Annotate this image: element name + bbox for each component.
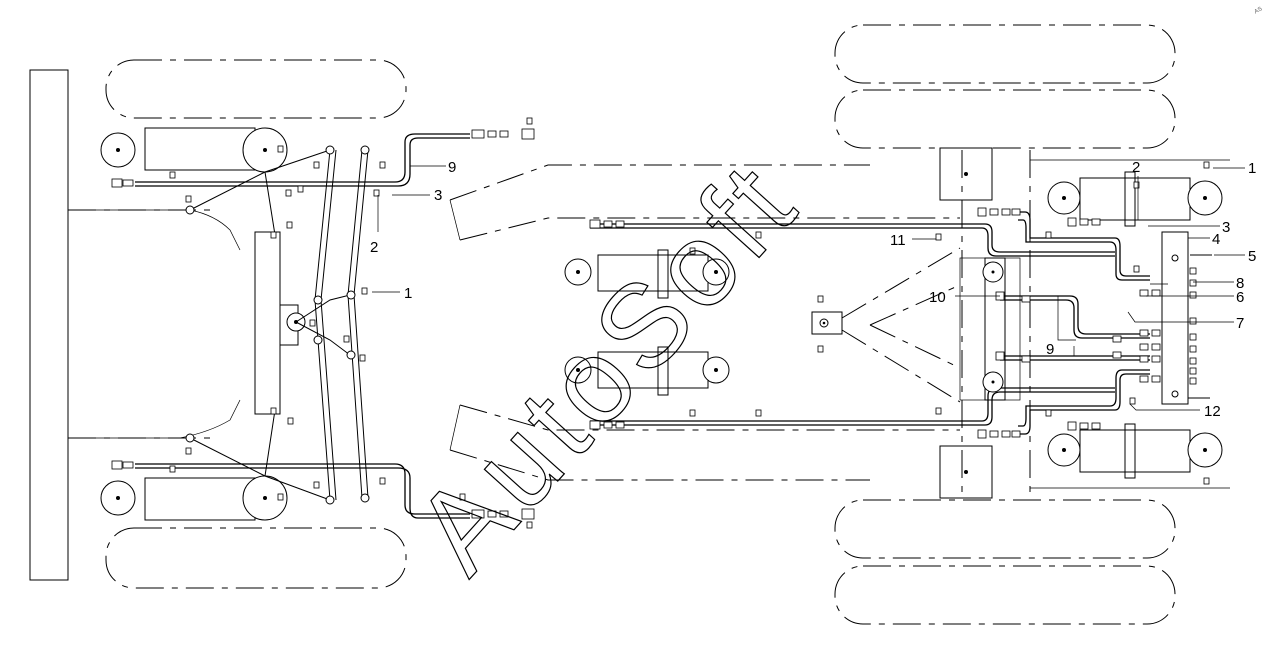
left-top-hose [135,133,470,187]
callout-right-2: 2 [1132,159,1140,176]
callout-left-9: 9 [448,159,456,176]
left-axle-dashed [68,209,210,439]
callout-right-8: 8 [1236,275,1244,292]
autosoft-watermark: AutoSoft [390,136,824,598]
valve-block [1161,231,1189,405]
corner-watermark-mark: AS [1254,6,1264,15]
callout-right-4: 4 [1212,231,1220,248]
watermark-text: AutoSoft [390,137,823,597]
left-frame-plate [29,69,69,581]
left-axle-assembly [29,59,535,589]
left-top-tire [105,59,407,119]
callout-left-2: 2 [370,239,378,256]
right-tire-3 [834,499,1176,559]
callout-right-3: 3 [1222,219,1230,236]
callout-left-1: 1 [404,285,412,302]
center-chassis [449,164,1115,481]
left-bottom-tire [105,527,407,589]
callout-left-3: 3 [434,187,442,204]
left-top-cylinder [144,127,256,171]
callout-right-7: 7 [1236,315,1244,332]
callout-right-10: 10 [929,289,946,306]
left-center-beam [254,231,281,415]
callout-right-11: 11 [890,232,906,249]
left-axle-outline [68,209,241,439]
callout-right-9: 9 [1046,341,1054,358]
left-bottom-hose [135,463,470,519]
callout-right-12: 12 [1204,403,1221,420]
right-tire-4 [834,565,1176,625]
right-tire-2 [834,89,1176,149]
callout-right-6: 6 [1236,289,1244,306]
right-axle-assembly [834,24,1245,625]
callout-right-1: 1 [1248,160,1256,177]
left-bottom-cylinder [144,477,256,521]
callout-right-5: 5 [1248,248,1256,265]
right-tire-1 [834,24,1176,84]
center-pivot [811,311,843,335]
